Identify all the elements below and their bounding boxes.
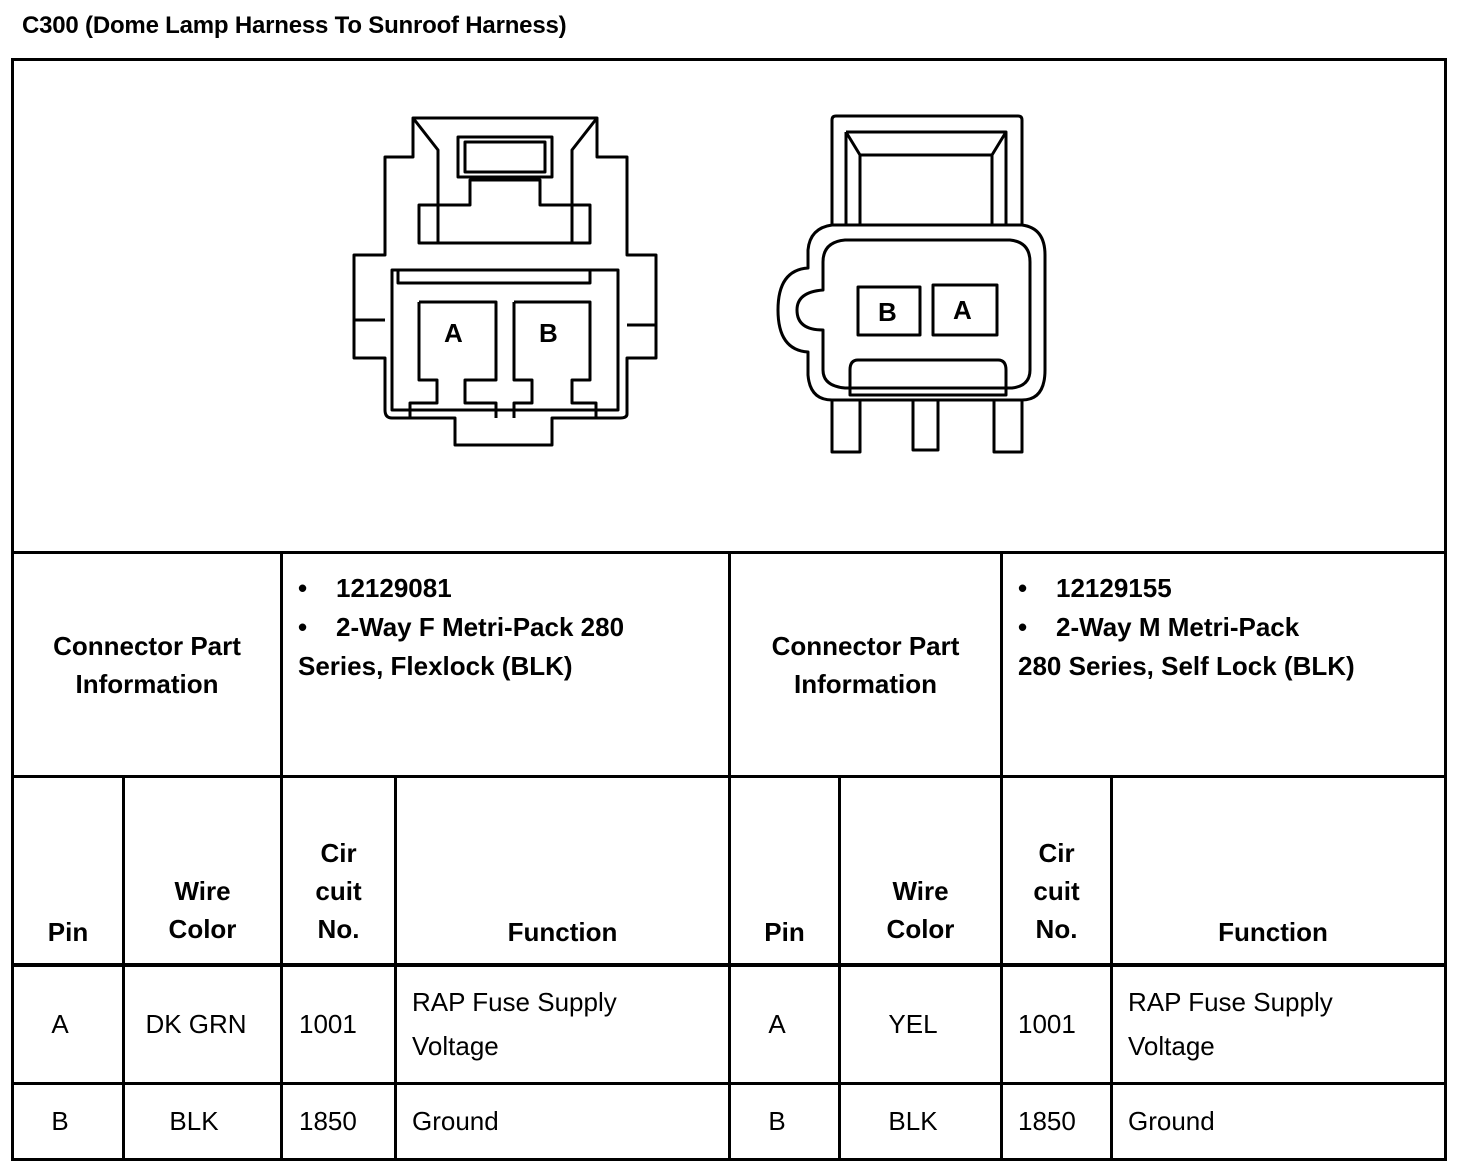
divider <box>394 775 397 1161</box>
circuit-cell: 1850 <box>299 1106 357 1136</box>
bullet: • <box>1018 573 1028 603</box>
column-header-function: Function <box>1218 917 1328 947</box>
pin-cell: B <box>768 1106 786 1136</box>
female-connector-illustration <box>352 116 658 447</box>
pin-label: A <box>953 295 972 325</box>
pin-cell: A <box>768 1009 786 1039</box>
bullet: • <box>1018 612 1028 642</box>
bullet: • <box>298 573 308 603</box>
part-description: Series, Flexlock (BLK) <box>298 651 573 681</box>
column-header-pin: Pin <box>764 917 805 947</box>
connector-part-info: • 12129155 • 2-Way M Metri-Pack 280 Series… <box>1018 569 1438 686</box>
divider <box>1110 775 1113 1161</box>
function-cell: Ground <box>412 1106 499 1136</box>
circuit-cell: 1850 <box>1018 1106 1076 1136</box>
pin-label: B <box>539 318 558 348</box>
connector-diagrams <box>352 114 1047 454</box>
circuit-cell: 1001 <box>1018 1009 1076 1039</box>
part-number: 12129081 <box>336 573 452 603</box>
pin-label: A <box>444 318 463 348</box>
divider <box>122 775 125 1161</box>
part-description: 280 Series, Self Lock (BLK) <box>1018 651 1355 681</box>
column-header-pin: Pin <box>47 917 89 947</box>
function-cell: Ground <box>1128 1106 1215 1136</box>
page-title: C300 (Dome Lamp Harness To Sunroof Harne… <box>22 12 567 39</box>
connector-part-info: • 12129081 • 2-Way F Metri-Pack 280 Series… <box>298 569 718 686</box>
circuit-cell: 1001 <box>299 1009 357 1039</box>
pin-label: B <box>878 297 897 327</box>
pin-cell: B <box>51 1106 69 1136</box>
wire-color-cell: BLK <box>169 1106 219 1136</box>
divider <box>728 551 731 1161</box>
male-connector-illustration <box>776 114 1047 454</box>
divider <box>838 775 841 1161</box>
pin-cell: A <box>51 1009 69 1039</box>
part-description: 2-Way F Metri-Pack 280 <box>336 612 625 642</box>
connector-part-info-label: Connector Part Information <box>771 630 960 699</box>
divider <box>1000 551 1003 1161</box>
column-header-function: Function <box>507 917 618 947</box>
connector-part-info-label: Connector Part Information <box>53 630 241 699</box>
wire-color-cell: BLK <box>888 1106 938 1136</box>
part-number: 12129155 <box>1056 573 1172 603</box>
part-description: 2-Way M Metri-Pack <box>1056 612 1300 642</box>
wire-color-cell: DK GRN <box>145 1009 247 1039</box>
bullet: • <box>298 612 308 642</box>
divider <box>280 551 283 1161</box>
wire-color-cell: YEL <box>888 1009 938 1039</box>
